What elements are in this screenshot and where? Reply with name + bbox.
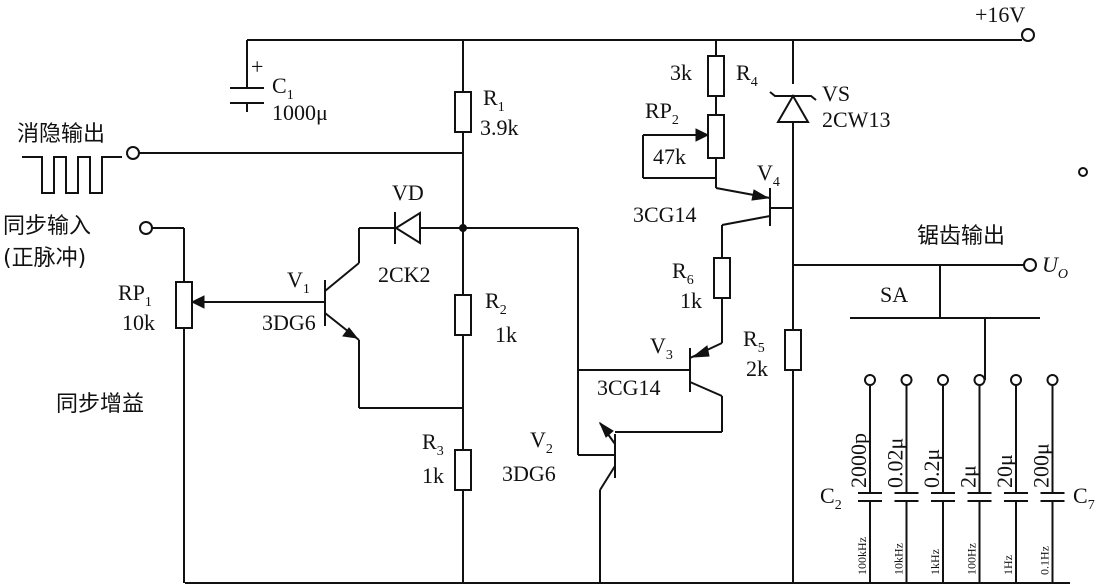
rp2-value: 47k	[653, 144, 686, 169]
potentiometer-rp1[interactable]: RP1 10k	[118, 280, 205, 335]
v4-name: V4	[757, 160, 780, 190]
bank-capacitor[interactable]: 0.2μ 1kHz	[919, 374, 955, 583]
bank-capacitor-value: 2μ	[956, 465, 981, 488]
bank-capacitor-value: 0.2μ	[919, 449, 944, 488]
capacitor-bank: C2 C7 2000p 100kHz 0.02μ 10kHz 0.2μ 1kHz 2μ 100…	[820, 374, 1095, 583]
sync-input-note: (正脉冲)	[3, 246, 86, 271]
resistor-r6: R6 1k	[672, 257, 731, 313]
wires	[126, 28, 1088, 584]
switch-contact[interactable]	[1010, 374, 1022, 386]
r5-value: 2k	[746, 356, 768, 381]
switch-contact[interactable]	[900, 374, 913, 386]
c1-value: 1000μ	[272, 100, 328, 125]
switch-sa-label: SA	[880, 282, 908, 307]
bank-capacitor-frequency: 10kHz	[892, 543, 906, 575]
sync-input-terminal[interactable]	[139, 221, 153, 235]
switch-contact[interactable]	[973, 374, 986, 386]
sawtooth-output-label: 锯齿输出	[917, 224, 1005, 249]
c2-label: C2	[820, 483, 842, 513]
uo-label: UO	[1042, 252, 1068, 282]
r4-name: R4	[736, 60, 758, 90]
c1-polarity: +	[251, 54, 263, 79]
r1-name: R1	[483, 85, 505, 115]
rp1-name: RP1	[118, 280, 152, 310]
r2-value: 1k	[495, 322, 517, 347]
zener-vs: VS 2CW13	[769, 81, 890, 132]
c1-name: C1	[272, 73, 294, 103]
blanking-output-terminal[interactable]	[126, 146, 140, 160]
supply-label: +16V	[975, 2, 1025, 27]
supply-terminal[interactable]	[1021, 28, 1035, 42]
bank-capacitor-value: 0.02μ	[883, 438, 908, 488]
r3-value: 1k	[422, 463, 444, 488]
resistor-r1: R1 3.9k	[454, 85, 519, 140]
r2-name: R2	[485, 288, 507, 318]
v1-name: V1	[287, 267, 310, 297]
vs-part: 2CW13	[822, 107, 890, 132]
diode-vd: VD 2CK2	[378, 180, 431, 287]
potentiometer-rp2[interactable]: RP2 47k	[645, 98, 725, 169]
v2-name: V2	[530, 427, 553, 457]
bank-capacitor-frequency: 100kHz	[855, 537, 869, 575]
blanking-output-label: 消隐输出	[17, 122, 105, 147]
bank-capacitor[interactable]: 2μ 100Hz	[956, 374, 992, 583]
vd-name: VD	[392, 180, 424, 205]
bank-capacitor-frequency: 100Hz	[965, 543, 979, 575]
sawtooth-output-terminal[interactable]	[1023, 258, 1037, 272]
vs-name: VS	[822, 81, 850, 106]
r6-value: 1k	[680, 288, 702, 313]
r1-value: 3.9k	[480, 115, 519, 140]
transistor-v2: V2 3DG6	[502, 421, 616, 491]
bank-capacitor[interactable]: 200μ 0.1Hz	[1029, 374, 1065, 583]
rp2-name: RP2	[645, 98, 679, 128]
resistor-r5: R5 2k	[743, 326, 802, 381]
r3-name: R3	[422, 429, 444, 459]
c7-label: C7	[1073, 483, 1095, 513]
switch-sa[interactable]: SA	[880, 282, 908, 307]
r4-value: 3k	[670, 60, 692, 85]
v2-part: 3DG6	[502, 461, 556, 486]
bank-capacitor-value: 20μ	[992, 454, 1017, 488]
switch-contact[interactable]	[937, 374, 949, 386]
sync-input-label: 同步输入	[3, 214, 91, 239]
bank-capacitor-frequency: 1kHz	[928, 549, 942, 575]
r6-name: R6	[672, 258, 694, 288]
bank-capacitor[interactable]: 2000p 100kHz	[846, 374, 882, 583]
capacitor-c1: + C1 1000μ	[230, 54, 328, 125]
v1-part: 3DG6	[262, 310, 316, 335]
v3-name: V3	[650, 333, 673, 363]
bank-capacitor-frequency: 1Hz	[1001, 555, 1015, 575]
transistor-v1: V1 3DG6	[262, 262, 360, 341]
v3-part: 3CG14	[597, 375, 661, 400]
bank-capacitor-frequency: 0.1Hz	[1038, 546, 1052, 575]
switch-contact[interactable]	[1046, 374, 1059, 386]
blanking-pulse-waveform	[22, 156, 122, 194]
transistor-v4: V4 3CG14	[633, 160, 780, 227]
r5-name: R5	[743, 326, 765, 356]
reference-terminal[interactable]	[1078, 167, 1088, 177]
bank-capacitor[interactable]: 20μ 1Hz	[992, 374, 1028, 583]
switch-contact[interactable]	[864, 374, 876, 386]
bank-capacitor-value: 2000p	[846, 433, 871, 488]
resistor-r2: R2 1k	[454, 288, 517, 347]
sync-gain-label: 同步增益	[56, 392, 144, 417]
resistor-r4: 3k R4	[670, 55, 758, 97]
transistor-v3: V3 3CG14	[578, 333, 723, 400]
rp1-value: 10k	[122, 310, 155, 335]
vd-part: 2CK2	[378, 262, 431, 287]
bank-capacitor-value: 200μ	[1029, 443, 1054, 488]
v4-part: 3CG14	[633, 202, 697, 227]
resistor-r3: R3 1k	[422, 429, 472, 491]
bank-capacitor[interactable]: 0.02μ 10kHz	[883, 374, 919, 583]
